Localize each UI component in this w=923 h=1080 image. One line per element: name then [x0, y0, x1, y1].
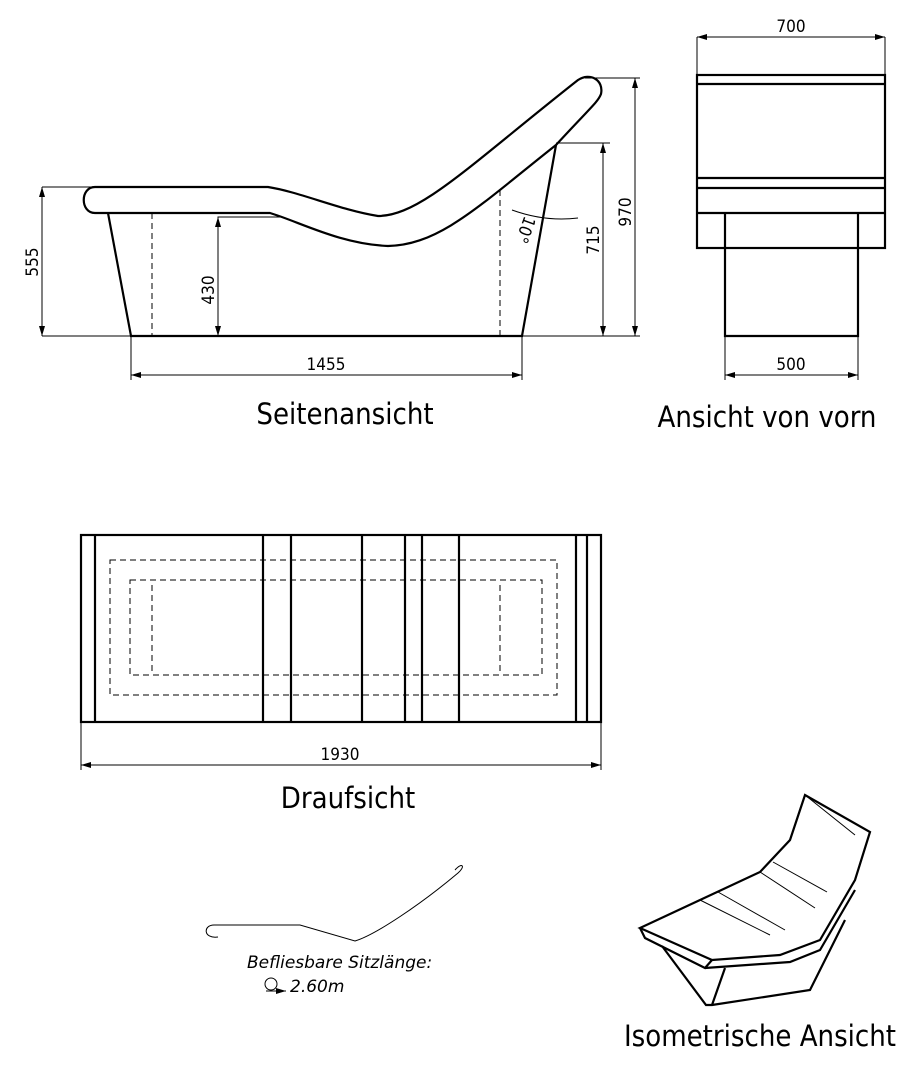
isometric-view: Isometrische Ansicht	[624, 793, 896, 1053]
dim-500: 500	[776, 355, 805, 375]
front-view: 700 500 Ansicht von vorn	[658, 17, 887, 434]
base-body	[106, 144, 558, 338]
dim-555: 555	[23, 247, 43, 276]
side-view: 555 430 1455 715 970 10° Seitenansicht	[23, 75, 640, 431]
dim-700: 700	[776, 17, 805, 37]
note-label: Befliesbare Sitzlänge:	[247, 953, 432, 973]
dim-angle: 10°	[511, 214, 539, 246]
note-value: 2.60m	[290, 977, 344, 997]
side-view-title: Seitenansicht	[256, 397, 433, 431]
dim-1930: 1930	[321, 745, 360, 765]
dim-970: 970	[616, 197, 636, 226]
front-view-title: Ansicht von vorn	[658, 400, 877, 434]
dim-715: 715	[584, 225, 604, 254]
seat-length-note: Befliesbare Sitzlänge: 2.60m	[205, 865, 463, 997]
dim-1455: 1455	[307, 355, 346, 375]
dim-430: 430	[199, 275, 219, 304]
top-view-title: Draufsicht	[281, 781, 415, 815]
top-view: 1930 Draufsicht	[79, 533, 603, 815]
lounger-outline	[82, 75, 603, 248]
iso-view-title: Isometrische Ansicht	[624, 1019, 896, 1053]
